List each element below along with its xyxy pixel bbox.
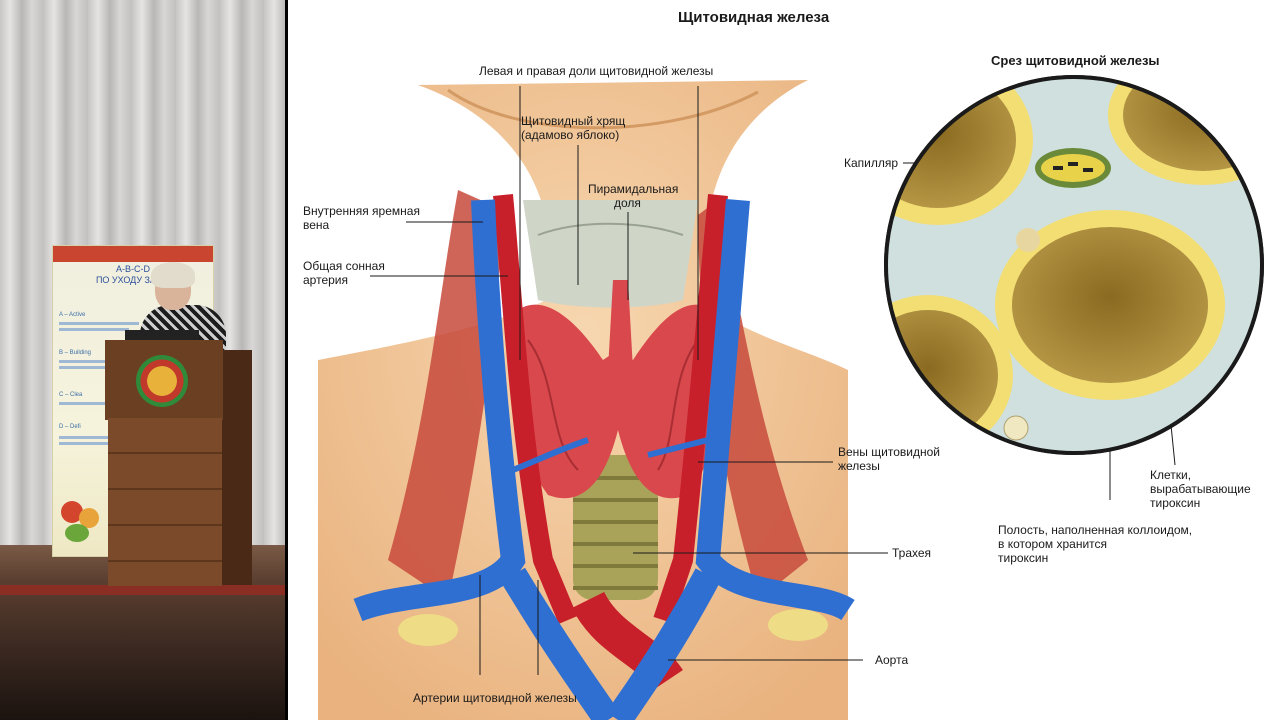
banner-strip (53, 246, 213, 262)
label-jugular-line1: Внутренняя яремная (303, 204, 420, 218)
banner-item-b: B – Building (59, 350, 92, 356)
banner-fruit (61, 501, 83, 523)
label-internal-jugular-vein: Внутренняя яремная вена (303, 204, 420, 232)
banner-fruit (79, 508, 99, 528)
label-cavity-line2: в котором хранится (998, 537, 1108, 551)
banner-fruit (65, 524, 89, 542)
label-capillary: Капилляр (844, 156, 899, 170)
label-cells-line1: Клетки, (1150, 468, 1192, 482)
label-pyramidal-lobe: Пирамидальная доля (588, 182, 678, 210)
banner-text-bar (59, 442, 131, 445)
label-trachea: Трахея (892, 546, 932, 560)
label-carotid-line2: артерия (303, 273, 348, 287)
banner-text-bar (59, 328, 129, 331)
label-veins-line2: железы (838, 459, 880, 473)
belarus-emblem-icon (136, 355, 188, 407)
thyroid-cross-section (884, 75, 1264, 455)
banner-title-line1: A-B-C-D (116, 264, 150, 274)
presenter-hair (151, 262, 195, 288)
label-jugular-line2: вена (303, 218, 330, 232)
banner-item-d: D – Defi (59, 424, 81, 430)
label-aorta: Аорта (875, 653, 909, 667)
label-veins-line1: Вены щитовидной (838, 445, 940, 459)
laptop (125, 330, 199, 342)
label-thyroid-cartilage-line2: (адамово яблоко) (521, 128, 620, 142)
label-thyroid-veins: Вены щитовидной железы (838, 445, 940, 473)
inset-title: Срез щитовидной железы (991, 53, 1160, 68)
label-thyroid-arteries: Артерии щитовидной железы (413, 691, 577, 705)
banner-text-bar (59, 402, 137, 405)
podium-body (108, 418, 222, 586)
clavicles (398, 609, 828, 646)
label-thyroid-cartilage-line1: Щитовидный хрящ (521, 114, 626, 128)
banner-text-bar (59, 436, 139, 439)
banner-title: A-B-C-D ПО УХОДУ ЗА ЗД (63, 264, 203, 286)
banner-text-bar (59, 366, 123, 369)
label-colloid-cavity: Полость, наполненная коллоидом, в которо… (998, 523, 1192, 565)
label-thyroxine-cells: Клетки, вырабатывающие тироксин (1150, 468, 1251, 510)
jugular-veins (353, 199, 855, 720)
trachea (573, 455, 658, 600)
label-cavity-line1: Полость, наполненная коллоидом, (998, 523, 1193, 537)
label-thyroid-cartilage: Щитовидный хрящ (адамово яблоко) (521, 114, 625, 142)
slide-title: Щитовидная железа (678, 9, 830, 26)
thyroid-illustration (318, 75, 1264, 720)
banner-item-c: C – Clea (59, 392, 83, 398)
label-pyramidal-line2: доля (614, 196, 641, 210)
label-cells-line3: тироксин (1150, 496, 1201, 510)
label-pyramidal-line1: Пирамидальная (588, 182, 679, 196)
banner-item-a: A – Active (59, 312, 86, 318)
lecture-slide: Щитовидная железа Срез щитовидной железы… (288, 0, 1280, 720)
label-cells-line2: вырабатывающие (1150, 482, 1251, 496)
label-thyroid-lobes: Левая и правая доли щитовидной железы (479, 64, 714, 78)
podium-side (220, 350, 252, 585)
banner-title-line2: ПО УХОДУ ЗА ЗД (95, 275, 171, 285)
stage-carpet (0, 585, 285, 595)
thyroid-cartilage (523, 200, 698, 308)
label-cavity-line3: тироксин (998, 551, 1049, 565)
label-common-carotid-artery: Общая сонная артерия (303, 259, 385, 287)
label-carotid-line1: Общая сонная (303, 259, 385, 273)
banner-text-bar (59, 360, 139, 363)
presenter-camera-feed: A-B-C-D ПО УХОДУ ЗА ЗД A – Active B – Bu… (0, 0, 285, 720)
banner-text-bar (59, 322, 139, 325)
